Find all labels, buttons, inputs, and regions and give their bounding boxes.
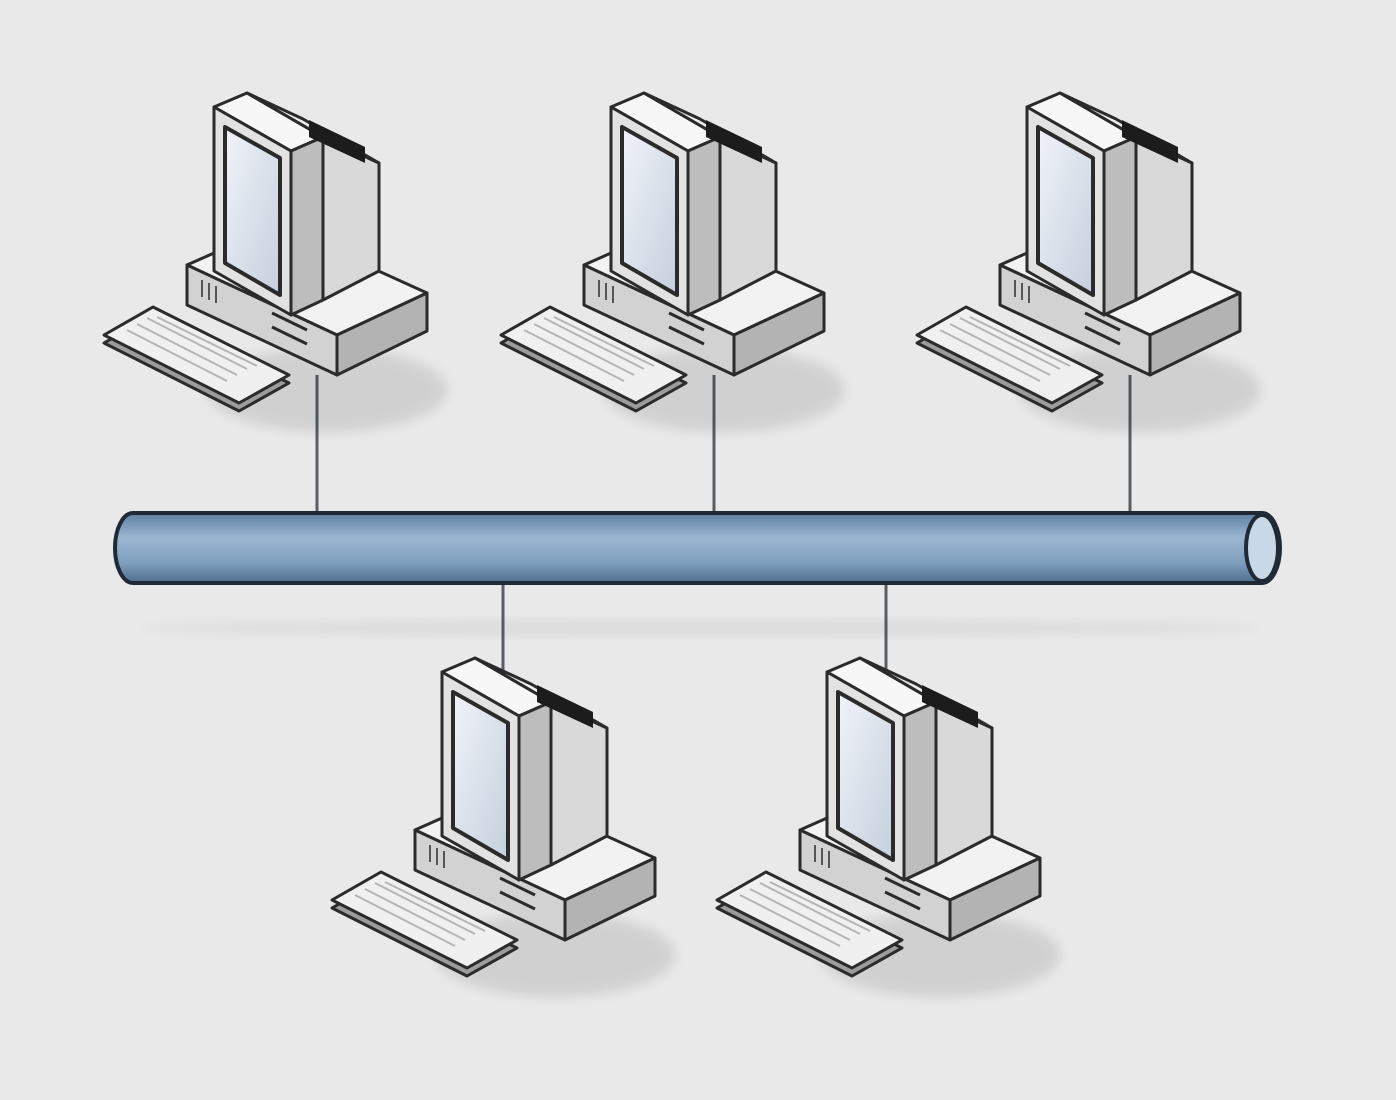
backbone-cable bbox=[113, 511, 1282, 636]
